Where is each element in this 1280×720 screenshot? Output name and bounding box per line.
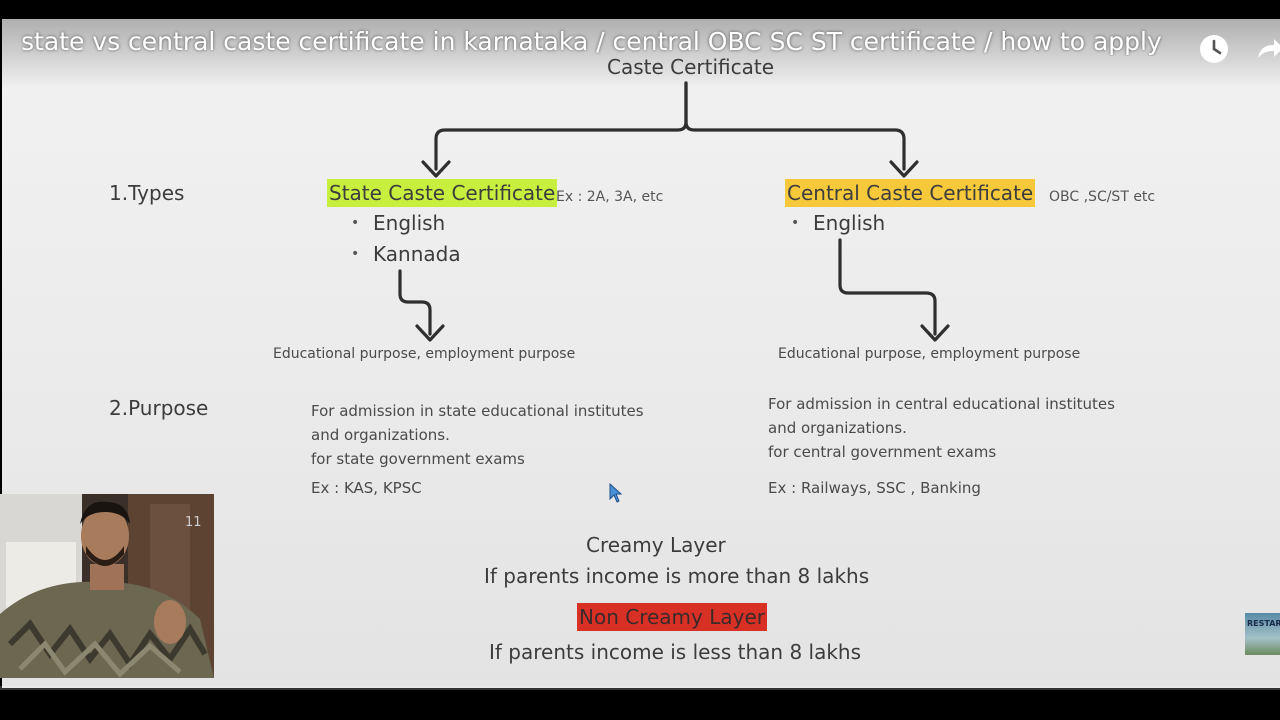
state-language-kannada: Kannada bbox=[373, 242, 461, 266]
cursor-icon bbox=[609, 483, 623, 503]
central-example: OBC ,SC/ST etc bbox=[1049, 189, 1156, 205]
purpose-label: 2.Purpose bbox=[109, 396, 209, 420]
bullet-dot: • bbox=[351, 215, 360, 231]
non-creamy-layer-desc: If parents income is less than 8 lakhs bbox=[489, 640, 862, 664]
creamy-layer-title: Creamy Layer bbox=[586, 533, 726, 557]
central-purpose-line: and organizations. bbox=[768, 419, 907, 437]
state-use: Educational purpose, employment purpose bbox=[273, 346, 576, 362]
bullet-dot: • bbox=[351, 246, 360, 262]
state-purpose-example: Ex : KAS, KPSC bbox=[311, 479, 422, 497]
central-purpose-line: for central government exams bbox=[768, 443, 997, 461]
webcam-label: 11 bbox=[185, 515, 202, 530]
presenter-image: 11 bbox=[0, 494, 214, 678]
central-purpose-line: For admission in central educational ins… bbox=[768, 395, 1115, 413]
video-title[interactable]: state vs central caste certificate in ka… bbox=[21, 27, 1162, 56]
title-overlay bbox=[2, 19, 1280, 89]
diagram-connectors bbox=[398, 81, 950, 342]
central-use: Educational purpose, employment purpose bbox=[778, 346, 1081, 362]
types-label: 1.Types bbox=[109, 181, 185, 205]
slide-frame: state vs central caste certificate in ka… bbox=[2, 19, 1280, 688]
share-icon[interactable] bbox=[1254, 34, 1280, 64]
state-purpose-line: for state government exams bbox=[311, 450, 525, 468]
state-example: Ex : 2A, 3A, etc bbox=[556, 189, 664, 205]
central-language-english: English bbox=[813, 211, 886, 235]
creamy-layer-desc: If parents income is more than 8 lakhs bbox=[484, 564, 870, 588]
state-purpose-line: For admission in state educational insti… bbox=[311, 402, 644, 420]
state-purpose-line: and organizations. bbox=[311, 426, 450, 444]
clock-icon[interactable] bbox=[1199, 34, 1229, 64]
thumbnail-label: RESTAR bbox=[1247, 619, 1280, 628]
bullet-dot: • bbox=[791, 215, 800, 231]
suggested-video-thumbnail[interactable]: RESTAR bbox=[1245, 613, 1280, 655]
progress-bar[interactable] bbox=[0, 686, 1280, 690]
diagram-root-label: Caste Certificate bbox=[607, 55, 775, 79]
state-certificate-heading: State Caste Certificate bbox=[327, 179, 558, 207]
non-creamy-layer-title: Non Creamy Layer bbox=[577, 603, 767, 631]
state-language-english: English bbox=[373, 211, 446, 235]
central-certificate-heading: Central Caste Certificate bbox=[785, 179, 1036, 207]
central-purpose-example: Ex : Railways, SSC , Banking bbox=[768, 479, 981, 497]
presenter-webcam: 11 bbox=[0, 494, 214, 678]
